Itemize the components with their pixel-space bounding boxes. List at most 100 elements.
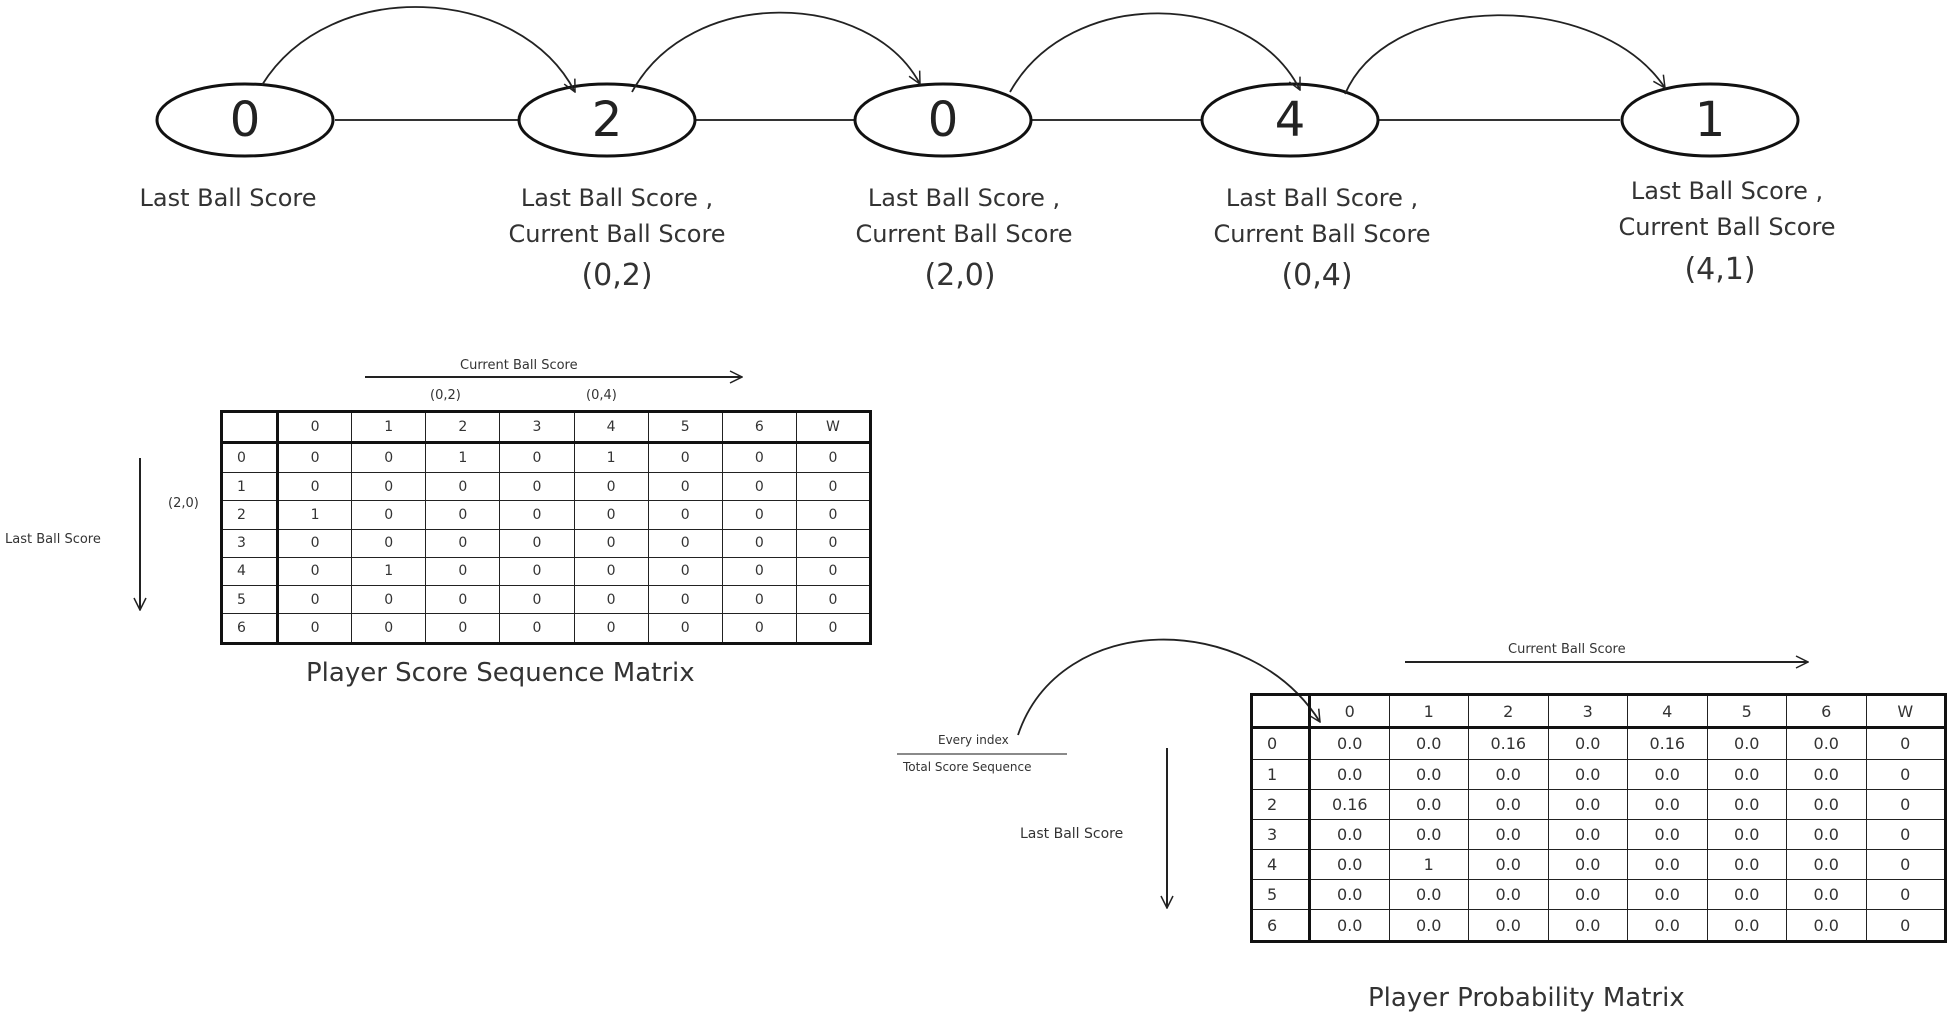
matrix-cell: 0.0	[1547, 909, 1628, 942]
matrix-cell: 0.0	[1547, 758, 1628, 790]
column-header-5: 5	[647, 410, 723, 445]
prob-matrix-title: Player Probability Matrix	[1368, 983, 1685, 1013]
column-header-2: 2	[425, 410, 501, 445]
row-header-4: 4	[221, 556, 279, 586]
column-header-1: 1	[1388, 693, 1469, 730]
matrix-cell: 0.0	[1309, 849, 1390, 881]
matrix-cell: 0	[795, 584, 872, 615]
matrix-cell: 1	[425, 442, 501, 474]
matrix-cell: 0.0	[1627, 788, 1708, 820]
matrix-cell: 0	[647, 442, 723, 474]
matrix-cell: 0	[1865, 727, 1946, 760]
column-header-5: 5	[1706, 693, 1787, 730]
transition-arc-1	[261, 6, 576, 92]
seq-label-4-line1: Last Ball Score ,	[1225, 184, 1419, 212]
matrix-cell: 0	[499, 500, 575, 530]
matrix-cell: 0.0	[1547, 849, 1628, 881]
matrix-cell: 0.0	[1468, 758, 1549, 790]
matrix-cell: 0	[499, 472, 575, 502]
row-header-1: 1	[1251, 758, 1311, 790]
ball-score-4: 4	[1274, 92, 1306, 148]
matrix-cell: 0	[425, 613, 501, 644]
matrix-cell: 0.0	[1388, 909, 1469, 942]
matrix-cell: 0.0	[1388, 758, 1469, 790]
matrix-cell: 0.0	[1786, 879, 1867, 911]
matrix-cell: 0.0	[1388, 788, 1469, 820]
matrix-cell: 0	[276, 528, 353, 558]
matrix-cell: 0.0	[1547, 818, 1628, 851]
matrix-cell: 0	[351, 472, 427, 502]
matrix-cell: 0	[721, 613, 797, 644]
matrix-cell: 0	[351, 500, 427, 530]
seq-col-annotation-2: (0,4)	[586, 388, 617, 403]
matrix-cell: 1	[573, 442, 649, 474]
matrix-cell: 0	[721, 500, 797, 530]
matrix-cell: 0	[351, 584, 427, 615]
matrix-cell: 0	[276, 442, 353, 474]
matrix-cell: 0.0	[1309, 879, 1390, 911]
matrix-cell: 0	[1865, 849, 1946, 881]
column-header-6: 6	[721, 410, 797, 445]
prob-col-axis-label: Current Ball Score	[1508, 642, 1626, 657]
matrix-cell: 1	[351, 556, 427, 586]
matrix-cell: 0.0	[1627, 849, 1708, 881]
matrix-cell: 0.0	[1706, 727, 1787, 760]
row-header-3: 3	[1251, 818, 1311, 851]
fraction-numerator: Every index	[938, 733, 1009, 747]
matrix-cell: 0	[425, 500, 501, 530]
seq-col-axis-label: Current Ball Score	[460, 358, 578, 373]
matrix-cell: 0	[573, 528, 649, 558]
seq-pair-4: (0,4)	[1281, 258, 1353, 293]
ball-score-5: 1	[1694, 92, 1726, 148]
seq-label-3-line1: Last Ball Score ,	[867, 184, 1061, 212]
matrix-cell: 0	[499, 442, 575, 474]
matrix-cell: 0	[1865, 879, 1946, 911]
seq-pair-5: (4,1)	[1684, 252, 1756, 287]
matrix-cell: 0.0	[1786, 758, 1867, 790]
column-header-0: 0	[1309, 693, 1390, 730]
seq-row-annotation: (2,0)	[168, 496, 199, 511]
matrix-cell: 0.0	[1786, 727, 1867, 760]
matrix-cell: 0.0	[1627, 909, 1708, 942]
fraction-denominator: Total Score Sequence	[903, 760, 1032, 774]
column-header-1: 1	[351, 410, 427, 445]
matrix-cell: 0	[795, 528, 872, 558]
matrix-cell: 0	[1865, 758, 1946, 790]
matrix-cell: 0.0	[1547, 788, 1628, 820]
prob-row-axis-label: Last Ball Score	[1020, 826, 1124, 842]
row-header-5: 5	[221, 584, 279, 615]
matrix-cell: 0.0	[1309, 727, 1390, 760]
matrix-cell: 0.0	[1706, 758, 1787, 790]
ball-oval-2	[517, 82, 697, 158]
matrix-cell: 0.0	[1309, 758, 1390, 790]
ball-oval-5	[1620, 82, 1800, 158]
matrix-cell: 0	[1865, 788, 1946, 820]
normalize-arc	[1017, 638, 1320, 736]
matrix-cell: 0	[647, 584, 723, 615]
matrix-cell: 0.0	[1706, 818, 1787, 851]
seq-label-2-line1: Last Ball Score ,	[520, 184, 714, 212]
seq-label-2-line2: Current Ball Score	[508, 220, 726, 248]
ball-score-3: 0	[927, 92, 959, 148]
matrix-cell: 0.0	[1309, 818, 1390, 851]
matrix-cell: 0	[276, 584, 353, 615]
matrix-cell: 0	[721, 442, 797, 474]
row-header-4: 4	[1251, 849, 1311, 881]
transition-arc-3	[1009, 12, 1301, 93]
seq-pair-2: (0,2)	[581, 258, 653, 293]
